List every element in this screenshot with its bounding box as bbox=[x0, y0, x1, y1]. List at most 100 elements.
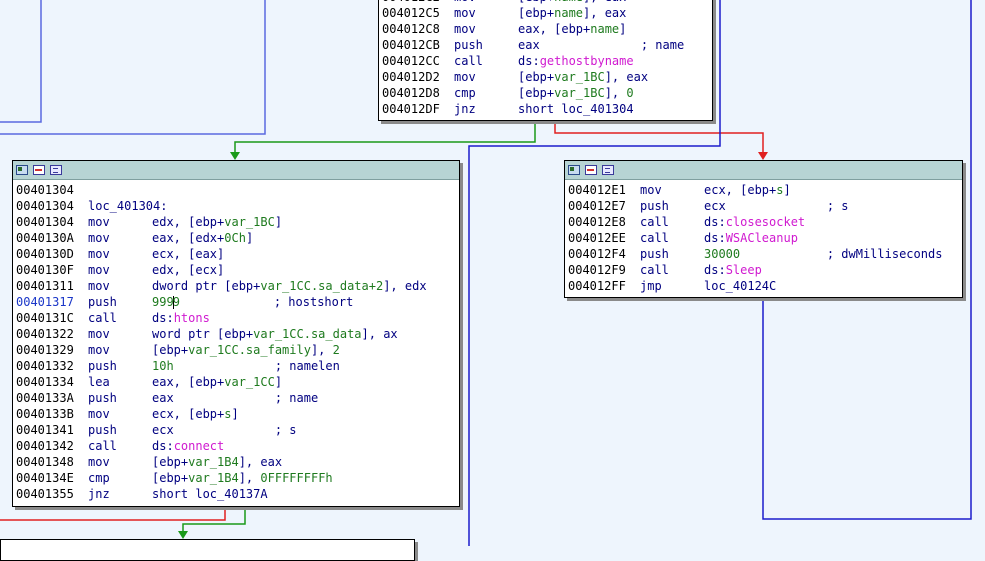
instruction-operands[interactable]: ecx, [eax] bbox=[152, 246, 224, 262]
hex-view-icon[interactable] bbox=[602, 165, 614, 175]
operand-symbol[interactable]: var_1BC bbox=[554, 86, 605, 100]
instruction-operands[interactable]: ecx ; s bbox=[704, 198, 849, 214]
rename-icon[interactable] bbox=[585, 165, 597, 175]
operand-symbol[interactable]: name bbox=[554, 0, 583, 4]
instruction-operands[interactable]: short loc_40137A bbox=[152, 486, 268, 502]
instruction-operands[interactable]: 10h ; namelen bbox=[152, 358, 340, 374]
operand-symbol[interactable]: var_1B4 bbox=[188, 471, 239, 485]
operand-symbol[interactable]: var_1CC.sa_family bbox=[188, 343, 311, 357]
operand-symbol[interactable]: var_1CC.sa_data+2 bbox=[260, 279, 384, 293]
operand-symbol[interactable]: 9 bbox=[172, 295, 180, 309]
import-name[interactable]: gethostbyname bbox=[539, 54, 634, 68]
instruction-operands[interactable]: ds:gethostbyname bbox=[518, 53, 634, 69]
instruction-operands[interactable]: ds:htons bbox=[152, 310, 210, 326]
code-line[interactable]: 004012C2mov[ebp+name], eax bbox=[382, 0, 712, 5]
operand-symbol[interactable]: name bbox=[554, 6, 584, 20]
operand-symbol[interactable]: var_1B4 bbox=[188, 455, 239, 469]
instruction-operands[interactable]: 30000 ; dwMilliseconds bbox=[704, 246, 942, 262]
instruction-operands[interactable]: [ebp+var_1BC], eax bbox=[518, 69, 648, 85]
graph-overview-icon[interactable] bbox=[568, 165, 580, 175]
instruction-operands[interactable]: edx, [ebp+var_1BC] bbox=[152, 214, 282, 230]
instruction-operands[interactable]: eax ; name bbox=[152, 390, 318, 406]
rename-icon[interactable] bbox=[33, 165, 45, 175]
import-name[interactable]: WSACleanup bbox=[725, 231, 798, 245]
instruction-operands[interactable]: word ptr [ebp+var_1CC.sa_data], ax bbox=[152, 326, 398, 342]
code-label[interactable]: loc_401304: bbox=[88, 199, 168, 213]
instruction-operands[interactable]: [ebp+var_1B4], 0FFFFFFFFh bbox=[152, 470, 333, 486]
instruction-operands[interactable]: ecx ; s bbox=[152, 422, 297, 438]
instruction-operands[interactable]: [ebp+name], eax bbox=[518, 5, 626, 21]
operand-symbol[interactable]: s bbox=[776, 183, 784, 197]
import-name[interactable]: connect bbox=[173, 439, 225, 453]
operand-symbol[interactable]: s bbox=[224, 407, 232, 421]
code-line[interactable]: 00401304 bbox=[16, 182, 459, 198]
code-block-gethostbyname[interactable]: 004012C2mov[ebp+name], eax004012C5mov[eb… bbox=[378, 0, 713, 121]
instruction-operands[interactable]: ds:Sleep bbox=[704, 262, 762, 278]
instruction-operands[interactable]: loc_40124C bbox=[704, 278, 776, 294]
instruction-operands[interactable]: edx, [ecx] bbox=[152, 262, 224, 278]
operand-symbol[interactable]: name bbox=[590, 22, 620, 36]
instruction-operands[interactable]: ecx, [ebp+s] bbox=[704, 182, 791, 198]
instruction-operands[interactable]: dword ptr [ebp+var_1CC.sa_data+2], edx bbox=[152, 278, 427, 294]
instruction-operands[interactable]: eax ; name bbox=[518, 37, 684, 53]
operand-symbol[interactable]: 0FFFFFFFFh bbox=[260, 471, 333, 485]
instruction-operands[interactable]: eax, [ebp+var_1CC] bbox=[152, 374, 282, 390]
import-name[interactable]: closesocket bbox=[725, 215, 806, 229]
operand-symbol[interactable]: 0 bbox=[626, 86, 634, 100]
instruction-operands[interactable]: 9999 ; hostshort bbox=[152, 294, 353, 310]
instruction-operands[interactable]: [ebp+var_1CC.sa_family], 2 bbox=[152, 342, 340, 358]
operand-symbol[interactable]: 999 bbox=[152, 295, 174, 309]
operand-symbol[interactable]: var_1CC.sa_data bbox=[253, 327, 362, 341]
operand-symbol[interactable]: var_1BC bbox=[224, 215, 275, 229]
import-name[interactable]: htons bbox=[173, 311, 210, 325]
instruction-operands[interactable]: ds:connect bbox=[152, 438, 224, 454]
instruction-operands[interactable]: [ebp+var_1BC], 0 bbox=[518, 85, 634, 101]
instruction-operands[interactable]: eax, [ebp+name] bbox=[518, 21, 626, 37]
instruction-operands[interactable]: [ebp+var_1B4], eax bbox=[152, 454, 282, 470]
instruction-operands[interactable]: ds:WSACleanup bbox=[704, 230, 798, 246]
instruction-operands[interactable]: eax, [edx+0Ch] bbox=[152, 230, 253, 246]
instruction-operands[interactable]: ds:closesocket bbox=[704, 214, 805, 230]
operand-symbol[interactable]: 30000 bbox=[704, 247, 741, 261]
hex-view-icon[interactable] bbox=[50, 165, 62, 175]
instruction-operands[interactable]: ecx, [ebp+s] bbox=[152, 406, 239, 422]
import-name[interactable]: Sleep bbox=[725, 263, 762, 277]
instruction-operands[interactable]: [ebp+name], eax bbox=[518, 0, 626, 5]
instruction-operands[interactable]: short loc_401304 bbox=[518, 101, 634, 117]
operand-symbol[interactable]: var_1BC bbox=[554, 70, 605, 84]
